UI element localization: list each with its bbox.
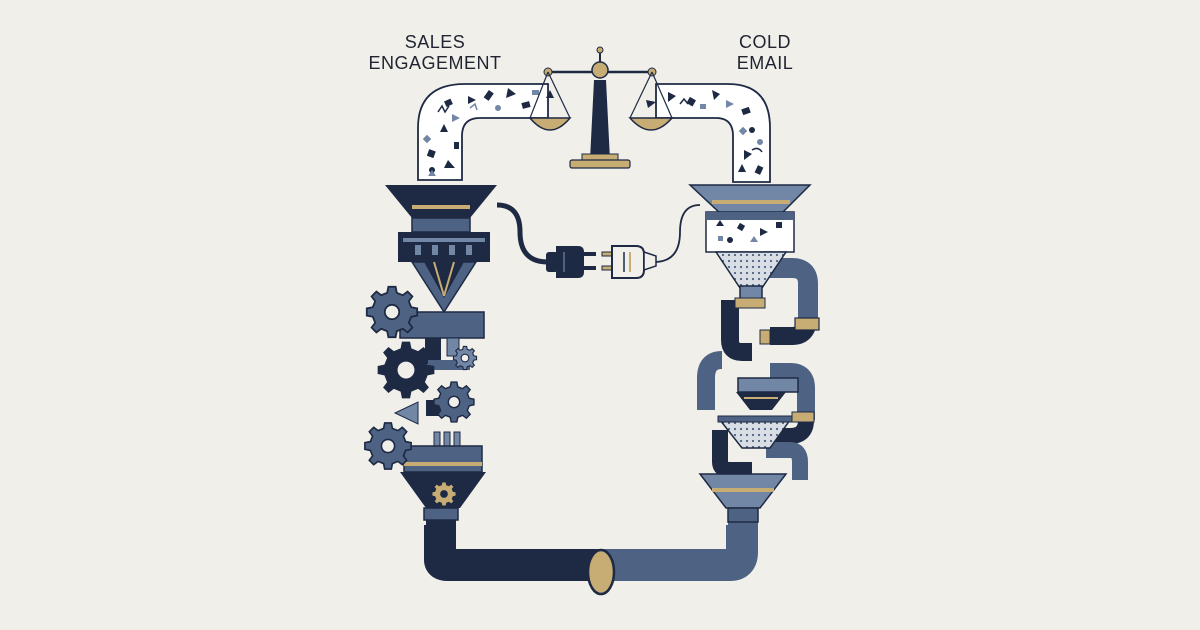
funnel-icon [688,184,812,216]
left-machine [385,185,497,521]
funnel-icon [385,185,497,218]
gear-icon [365,285,419,339]
pipe-joint-icon [586,548,616,596]
right-machine [688,184,820,523]
label-sales-engagement: SALES ENGAGEMENT [368,32,502,73]
electric-socket-icon [601,245,657,279]
gear-icon [452,345,478,371]
balance-scale-icon [528,46,674,169]
electric-plug-icon [546,246,596,278]
bottom-pipe [424,518,758,581]
gear-icon [433,381,475,423]
label-cold-email: COLD EMAIL [736,32,794,73]
socket-cable [653,204,701,263]
right-arch [655,83,771,183]
gear-icon [364,422,412,470]
funnel-icon [698,473,788,509]
left-arch [417,83,549,181]
plug-cable [496,202,549,265]
gear-icon [432,482,456,506]
gear-icon [377,341,435,399]
